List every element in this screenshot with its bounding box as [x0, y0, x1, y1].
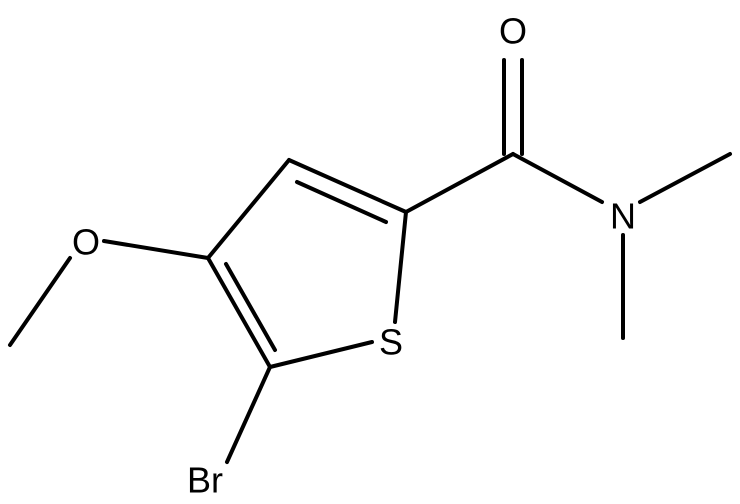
bond-c2-c1 [206, 256, 272, 369]
bond-s-c4 [393, 210, 408, 324]
bond-omethoxy-methyl [8, 256, 72, 347]
atom-label-oxygen-carbonyl: O [499, 11, 527, 52]
bond-ccarbonyl-n [511, 152, 604, 204]
bond-c3-c2 [206, 158, 291, 260]
bond-c4-ccarbonyl [404, 152, 515, 214]
bond-c2-omethoxy [102, 239, 210, 260]
bond-n-methyl-upper [638, 152, 732, 204]
atom-label-oxygen-methoxy: O [72, 222, 100, 263]
bond-c3-c4 [287, 158, 408, 214]
bond-c1-br [225, 365, 272, 464]
atom-label-nitrogen: N [610, 196, 636, 237]
atom-label-bromine: Br [187, 460, 223, 501]
atom-label-sulfur: S [379, 322, 403, 363]
bond-c1-s [268, 340, 374, 369]
bond-c2-c1-inner [224, 262, 277, 352]
bond-c3-c4-inner [295, 180, 388, 224]
